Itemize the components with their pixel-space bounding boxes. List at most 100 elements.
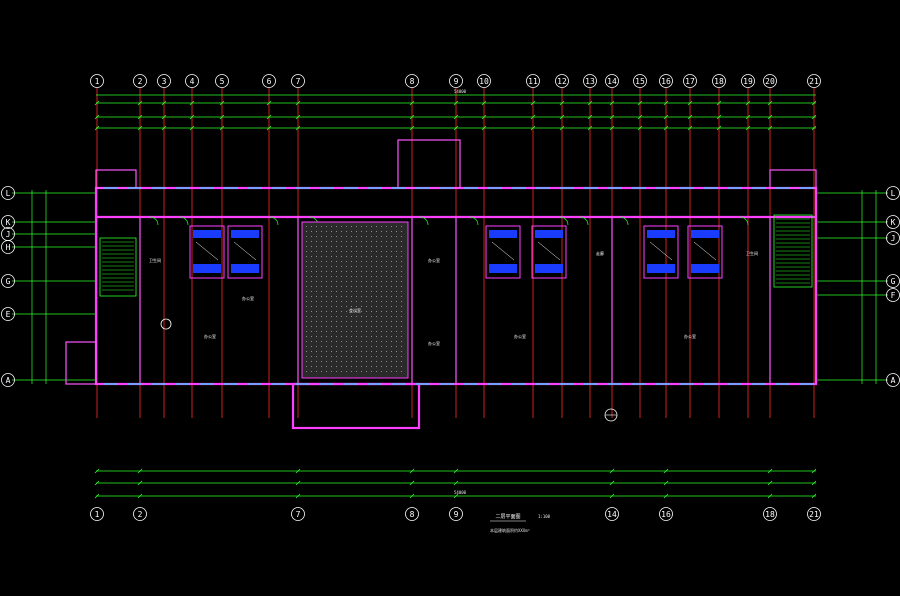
axis-label: 8 [410,510,415,519]
room-label-5: 会议室 [349,307,361,313]
axis-bubble: K [1,215,15,229]
axis-bubble: 2 [133,74,147,88]
axis-label: 13 [585,77,595,86]
axis-label: F [891,291,896,300]
axis-bubble: 15 [633,74,647,88]
stairs-right [773,214,813,288]
axis-label: G [891,277,896,286]
toilet-block [531,225,567,279]
room-label-2: 办公室 [514,333,526,339]
axis-bubble: 19 [741,74,755,88]
axis-label: 2 [138,510,143,519]
central-hall-hatch [301,221,409,379]
axis-label: G [6,277,11,286]
axis-bubble: 13 [583,74,597,88]
axis-bubble: 4 [185,74,199,88]
room-label-9: 卫生间 [149,257,161,263]
axis-bubble: 3 [157,74,171,88]
axis-bubble: 21 [807,74,821,88]
room-label-4: 办公室 [428,257,440,263]
side-dimension-chains [31,190,877,384]
axis-label: 21 [809,510,819,519]
axis-bubble: 2 [133,507,147,521]
axis-label: L [6,189,11,198]
axis-bubble: L [1,186,15,200]
room-label-1: 办公室 [204,333,216,339]
room-label-8: 走廊 [596,250,604,256]
toilet-block [485,225,521,279]
axis-bubble: 17 [683,74,697,88]
axis-label: 9 [454,77,459,86]
room-labels: 办公室 办公室 办公室 办公室 会议室 办公室 办公室 走廊 卫生间 卫生间 [149,250,758,346]
axis-label: J [6,230,11,239]
caption-note: 本层建筑面积约XXXm² [490,527,530,533]
axis-label: K [891,218,896,227]
axis-bubble: 14 [605,507,619,521]
window-openings [104,187,814,385]
axis-label: 15 [635,77,645,86]
stairs-left [99,237,137,297]
axis-label: 18 [714,77,724,86]
axis-label: 14 [607,510,617,519]
overall-dimension-top: 54000 [454,89,467,94]
axis-bubble: 6 [262,74,276,88]
top-dimension-chain: 54000 [96,89,816,129]
axis-bubble: 21 [807,507,821,521]
bottom-dimension-chain: 54000 [96,470,816,497]
axis-bubble: H [1,240,15,254]
axis-bubble: 16 [659,74,673,88]
axis-bubble: 11 [526,74,540,88]
axis-bubble: 1 [90,507,104,521]
axis-label: A [6,376,11,385]
axis-label: 14 [607,77,617,86]
axis-label: 5 [220,77,225,86]
axis-bubble: 5 [215,74,229,88]
axis-bubble: 14 [605,74,619,88]
axis-bubble: 18 [763,507,777,521]
axis-bubbles-left: L KJH G E A [1,186,15,387]
axis-label: 20 [765,77,775,86]
axis-label: 11 [528,77,538,86]
axis-label: 8 [410,77,415,86]
axis-label: 19 [743,77,753,86]
caption-title: 二层平面图 [495,514,520,520]
axis-bubble: 20 [763,74,777,88]
axis-label: 16 [661,77,671,86]
axis-label: 17 [685,77,695,86]
axis-label: 18 [765,510,775,519]
axis-label: 7 [296,510,301,519]
section-marker [160,318,618,422]
axis-label: E [6,310,11,319]
axis-label: 2 [138,77,143,86]
axis-label: J [891,234,896,243]
axis-label: H [6,243,11,252]
axis-bubble: 8 [405,507,419,521]
axis-bubbles-bottom: 1 2 7 8 9 14 16 18 21 [90,507,821,521]
axis-bubble: G [1,274,15,288]
axis-bubble: E [1,307,15,321]
axis-label: 9 [454,510,459,519]
drawing-caption: 二层平面图 1:100 本层建筑面积约XXXm² [490,514,551,533]
room-label-3: 办公室 [684,333,696,339]
axis-grid-horizontal [12,192,888,381]
room-label-10: 卫生间 [746,250,758,256]
axis-bubble: 7 [291,507,305,521]
axis-label: A [891,376,896,385]
axis-label: 4 [190,77,195,86]
axis-bubble: 16 [659,507,673,521]
axis-label: 6 [267,77,272,86]
axis-label: 1 [95,510,100,519]
room-label-6: 办公室 [428,340,440,346]
axis-label: 10 [479,77,489,86]
toilet-fixtures [189,225,723,279]
axis-bubble: 8 [405,74,419,88]
axis-label: 16 [661,510,671,519]
room-label-7: 办公室 [242,295,254,301]
axis-bubble: 9 [449,74,463,88]
axis-label: 7 [296,77,301,86]
overall-dimension-bottom: 54000 [454,490,467,495]
axis-bubble: 18 [712,74,726,88]
